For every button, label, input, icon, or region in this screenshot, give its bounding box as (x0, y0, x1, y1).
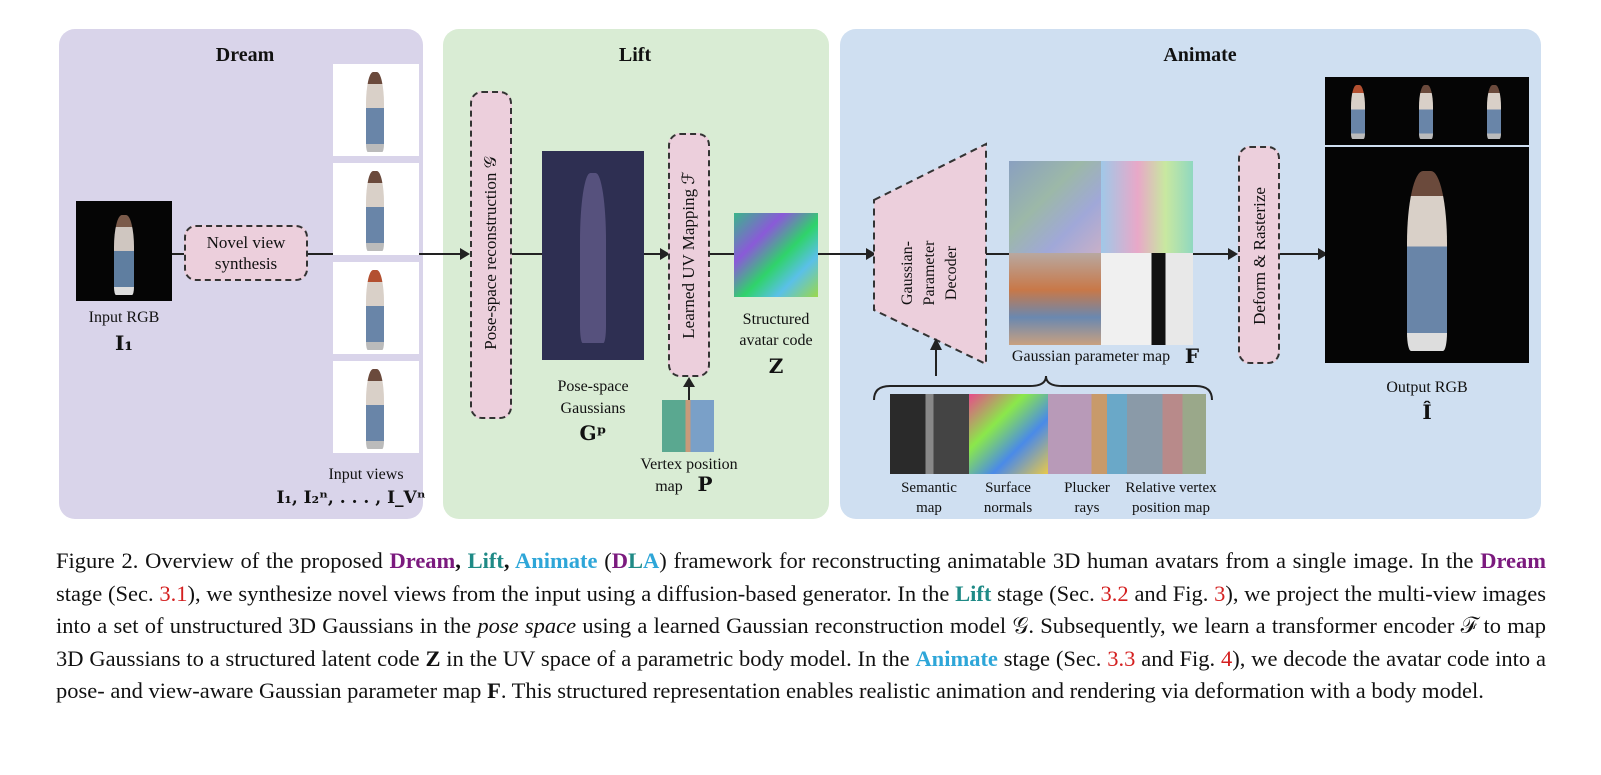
output-rgb-label: Output RGB (1386, 379, 1468, 396)
input-view-3 (333, 262, 419, 354)
output-rgb-symbol: Î (1422, 400, 1432, 424)
output-view-1 (1325, 77, 1393, 145)
surface-normals-image (969, 394, 1048, 474)
input-view-4 (333, 361, 419, 453)
connector (986, 253, 1010, 255)
connector (710, 253, 734, 255)
param-map-tile-3 (1009, 253, 1101, 345)
avatar-code-label-2: avatar code (739, 332, 813, 349)
ref-link[interactable]: 3.2 (1100, 580, 1129, 606)
learned-uv-mapping-box: Learned UV Mapping ℱ (668, 133, 710, 377)
connector (1280, 253, 1322, 255)
figure-caption: Figure 2. Overview of the proposed Dream… (56, 548, 1547, 703)
cond-map-label: Surface normals (983, 480, 1033, 516)
cond-map-label: Plucker rays (1064, 480, 1110, 516)
connector (688, 386, 690, 400)
pose-gaussians-label-1: Pose-space (557, 378, 629, 395)
ref-link[interactable]: 3.1 (159, 580, 188, 606)
connector (512, 253, 542, 255)
arrowhead (1318, 248, 1328, 260)
input-rgb-label: Input RGB (88, 309, 160, 326)
input-views-label: Input views (328, 466, 404, 483)
arrowhead (683, 377, 695, 387)
output-view-2 (1393, 77, 1461, 145)
pose-gaussians-label-2: Gaussians (560, 400, 626, 417)
pose-space-reconstruction-box: Pose-space reconstruction 𝒢 (470, 91, 512, 419)
param-map-tile-4 (1101, 253, 1193, 345)
vertex-map-symbol: P (697, 472, 713, 496)
input-rgb-symbol: I₁ (114, 331, 134, 355)
arrowhead (460, 248, 470, 260)
connector (644, 253, 664, 255)
gaussian-parameter-decoder-shape (873, 142, 987, 366)
input-rgb-image (76, 201, 172, 301)
output-rgb-image (1325, 147, 1529, 363)
relative-vertex-map-image (1127, 394, 1206, 474)
input-view-1 (333, 64, 419, 156)
semantic-map-image (890, 394, 969, 474)
arrowhead (1228, 248, 1238, 260)
pose-gaussians-symbol: Gᵖ (579, 421, 607, 445)
connector (818, 253, 868, 255)
novel-view-synthesis-box: Novel view synthesis (184, 225, 308, 281)
arrowhead (866, 248, 876, 260)
animate-title: Animate (1163, 44, 1237, 66)
ref-link[interactable]: 4 (1221, 645, 1233, 671)
avatar-code-label-1: Structured (742, 311, 810, 328)
input-views-symbol: I₁, I₂ⁿ, . . . , I_Vⁿ (276, 488, 426, 508)
connector (419, 253, 461, 255)
plucker-rays-image (1048, 394, 1127, 474)
param-map-symbol: F (1184, 344, 1200, 368)
cond-map-label: Relative vertex position map (1125, 480, 1217, 516)
cond-map-label: Semantic map (901, 480, 957, 516)
decoder-label: Gaussian- Parameter Decoder (899, 240, 960, 306)
dream-title: Dream (215, 44, 275, 66)
vertex-position-map-image (662, 400, 714, 452)
param-map-tile-2 (1101, 161, 1193, 253)
ref-link[interactable]: 3.3 (1107, 645, 1136, 671)
vertex-map-label-1: Vertex position (640, 456, 738, 473)
connector (172, 253, 184, 255)
input-view-2 (333, 163, 419, 255)
lift-title: Lift (618, 44, 652, 66)
deform-rasterize-box: Deform & Rasterize (1238, 146, 1280, 364)
structured-avatar-code-image (734, 213, 818, 297)
arrowhead (660, 248, 670, 260)
connector (308, 253, 333, 255)
param-map-label: Gaussian parameter map (1011, 348, 1171, 365)
avatar-code-symbol: Z (768, 354, 784, 378)
param-map-tile-1 (1009, 161, 1101, 253)
ref-link[interactable]: 3 (1214, 580, 1226, 606)
conditioning-brace (873, 338, 1213, 401)
connector (1193, 253, 1233, 255)
vertex-map-label-2: map (655, 478, 683, 495)
pose-space-gaussians-image (542, 151, 644, 360)
output-view-3 (1461, 77, 1529, 145)
